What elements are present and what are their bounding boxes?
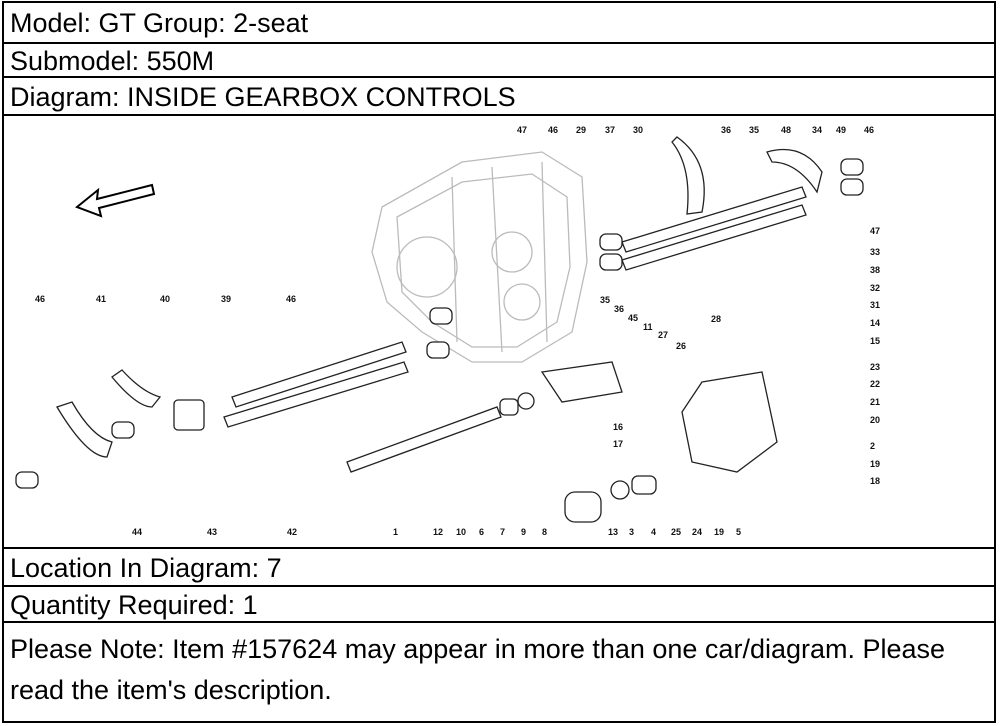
callout-34: 34 (812, 125, 822, 135)
callout-24: 24 (692, 527, 702, 537)
gearbox-housing (371, 151, 588, 363)
callout-46: 46 (548, 125, 558, 135)
callout-47: 47 (517, 125, 527, 135)
callout-28: 28 (711, 314, 721, 324)
callout-13: 13 (608, 527, 618, 537)
shift-rods (223, 186, 807, 473)
quantity-row: Quantity Required: 1 (4, 587, 994, 623)
callout-41: 41 (96, 294, 106, 304)
callout-36: 36 (721, 125, 731, 135)
callout-39: 39 (221, 294, 231, 304)
callout-12: 12 (433, 527, 443, 537)
callout-35: 35 (749, 125, 759, 135)
callout-16: 16 (613, 422, 623, 432)
callout-19: 19 (870, 459, 880, 469)
callout-48: 48 (781, 125, 791, 135)
callout-5: 5 (736, 527, 741, 537)
callout-25: 25 (671, 527, 681, 537)
callout-3: 3 (629, 527, 634, 537)
callout-20: 20 (870, 415, 880, 425)
callout-21: 21 (870, 397, 880, 407)
model-row: Model: GT Group: 2-seat (4, 3, 994, 44)
callout-8: 8 (542, 527, 547, 537)
callout-29: 29 (576, 125, 586, 135)
callout-15: 15 (870, 336, 880, 346)
direction-arrow-icon (75, 183, 156, 218)
location-row: Location In Diagram: 7 (4, 549, 994, 587)
submodel-row: Submodel: 550M (4, 44, 994, 78)
bushings (15, 158, 864, 523)
callout-40: 40 (160, 294, 170, 304)
callout-35: 35 (600, 295, 610, 305)
callout-23: 23 (870, 362, 880, 372)
callout-6: 6 (479, 527, 484, 537)
callout-19: 19 (714, 527, 724, 537)
callout-46: 46 (286, 294, 296, 304)
callout-33: 33 (870, 247, 880, 257)
callout-17: 17 (613, 439, 623, 449)
callout-38: 38 (870, 265, 880, 275)
callout-30: 30 (633, 125, 643, 135)
callout-26: 26 (676, 341, 686, 351)
callout-1: 1 (393, 527, 398, 537)
callout-9: 9 (521, 527, 526, 537)
callout-11: 11 (643, 322, 653, 332)
callout-32: 32 (870, 283, 880, 293)
callout-45: 45 (628, 313, 638, 323)
callout-7: 7 (500, 527, 505, 537)
callout-37: 37 (605, 125, 615, 135)
callout-43: 43 (207, 527, 217, 537)
callout-18: 18 (870, 476, 880, 486)
callout-49: 49 (836, 125, 846, 135)
callout-36: 36 (614, 304, 624, 314)
callout-10: 10 (456, 527, 466, 537)
callout-31: 31 (870, 300, 880, 310)
callout-27: 27 (658, 330, 668, 340)
callout-46: 46 (35, 294, 45, 304)
callout-44: 44 (132, 527, 142, 537)
callout-47: 47 (870, 226, 880, 236)
callout-22: 22 (870, 379, 880, 389)
callout-42: 42 (287, 527, 297, 537)
callout-4: 4 (651, 527, 656, 537)
callout-2: 2 (870, 441, 875, 451)
diagram-title-row: Diagram: INSIDE GEARBOX CONTROLS (4, 78, 994, 116)
item-note: Please Note: Item #157624 may appear in … (10, 634, 946, 705)
callout-14: 14 (870, 318, 880, 328)
shift-forks (56, 136, 823, 473)
callout-46: 46 (864, 125, 874, 135)
